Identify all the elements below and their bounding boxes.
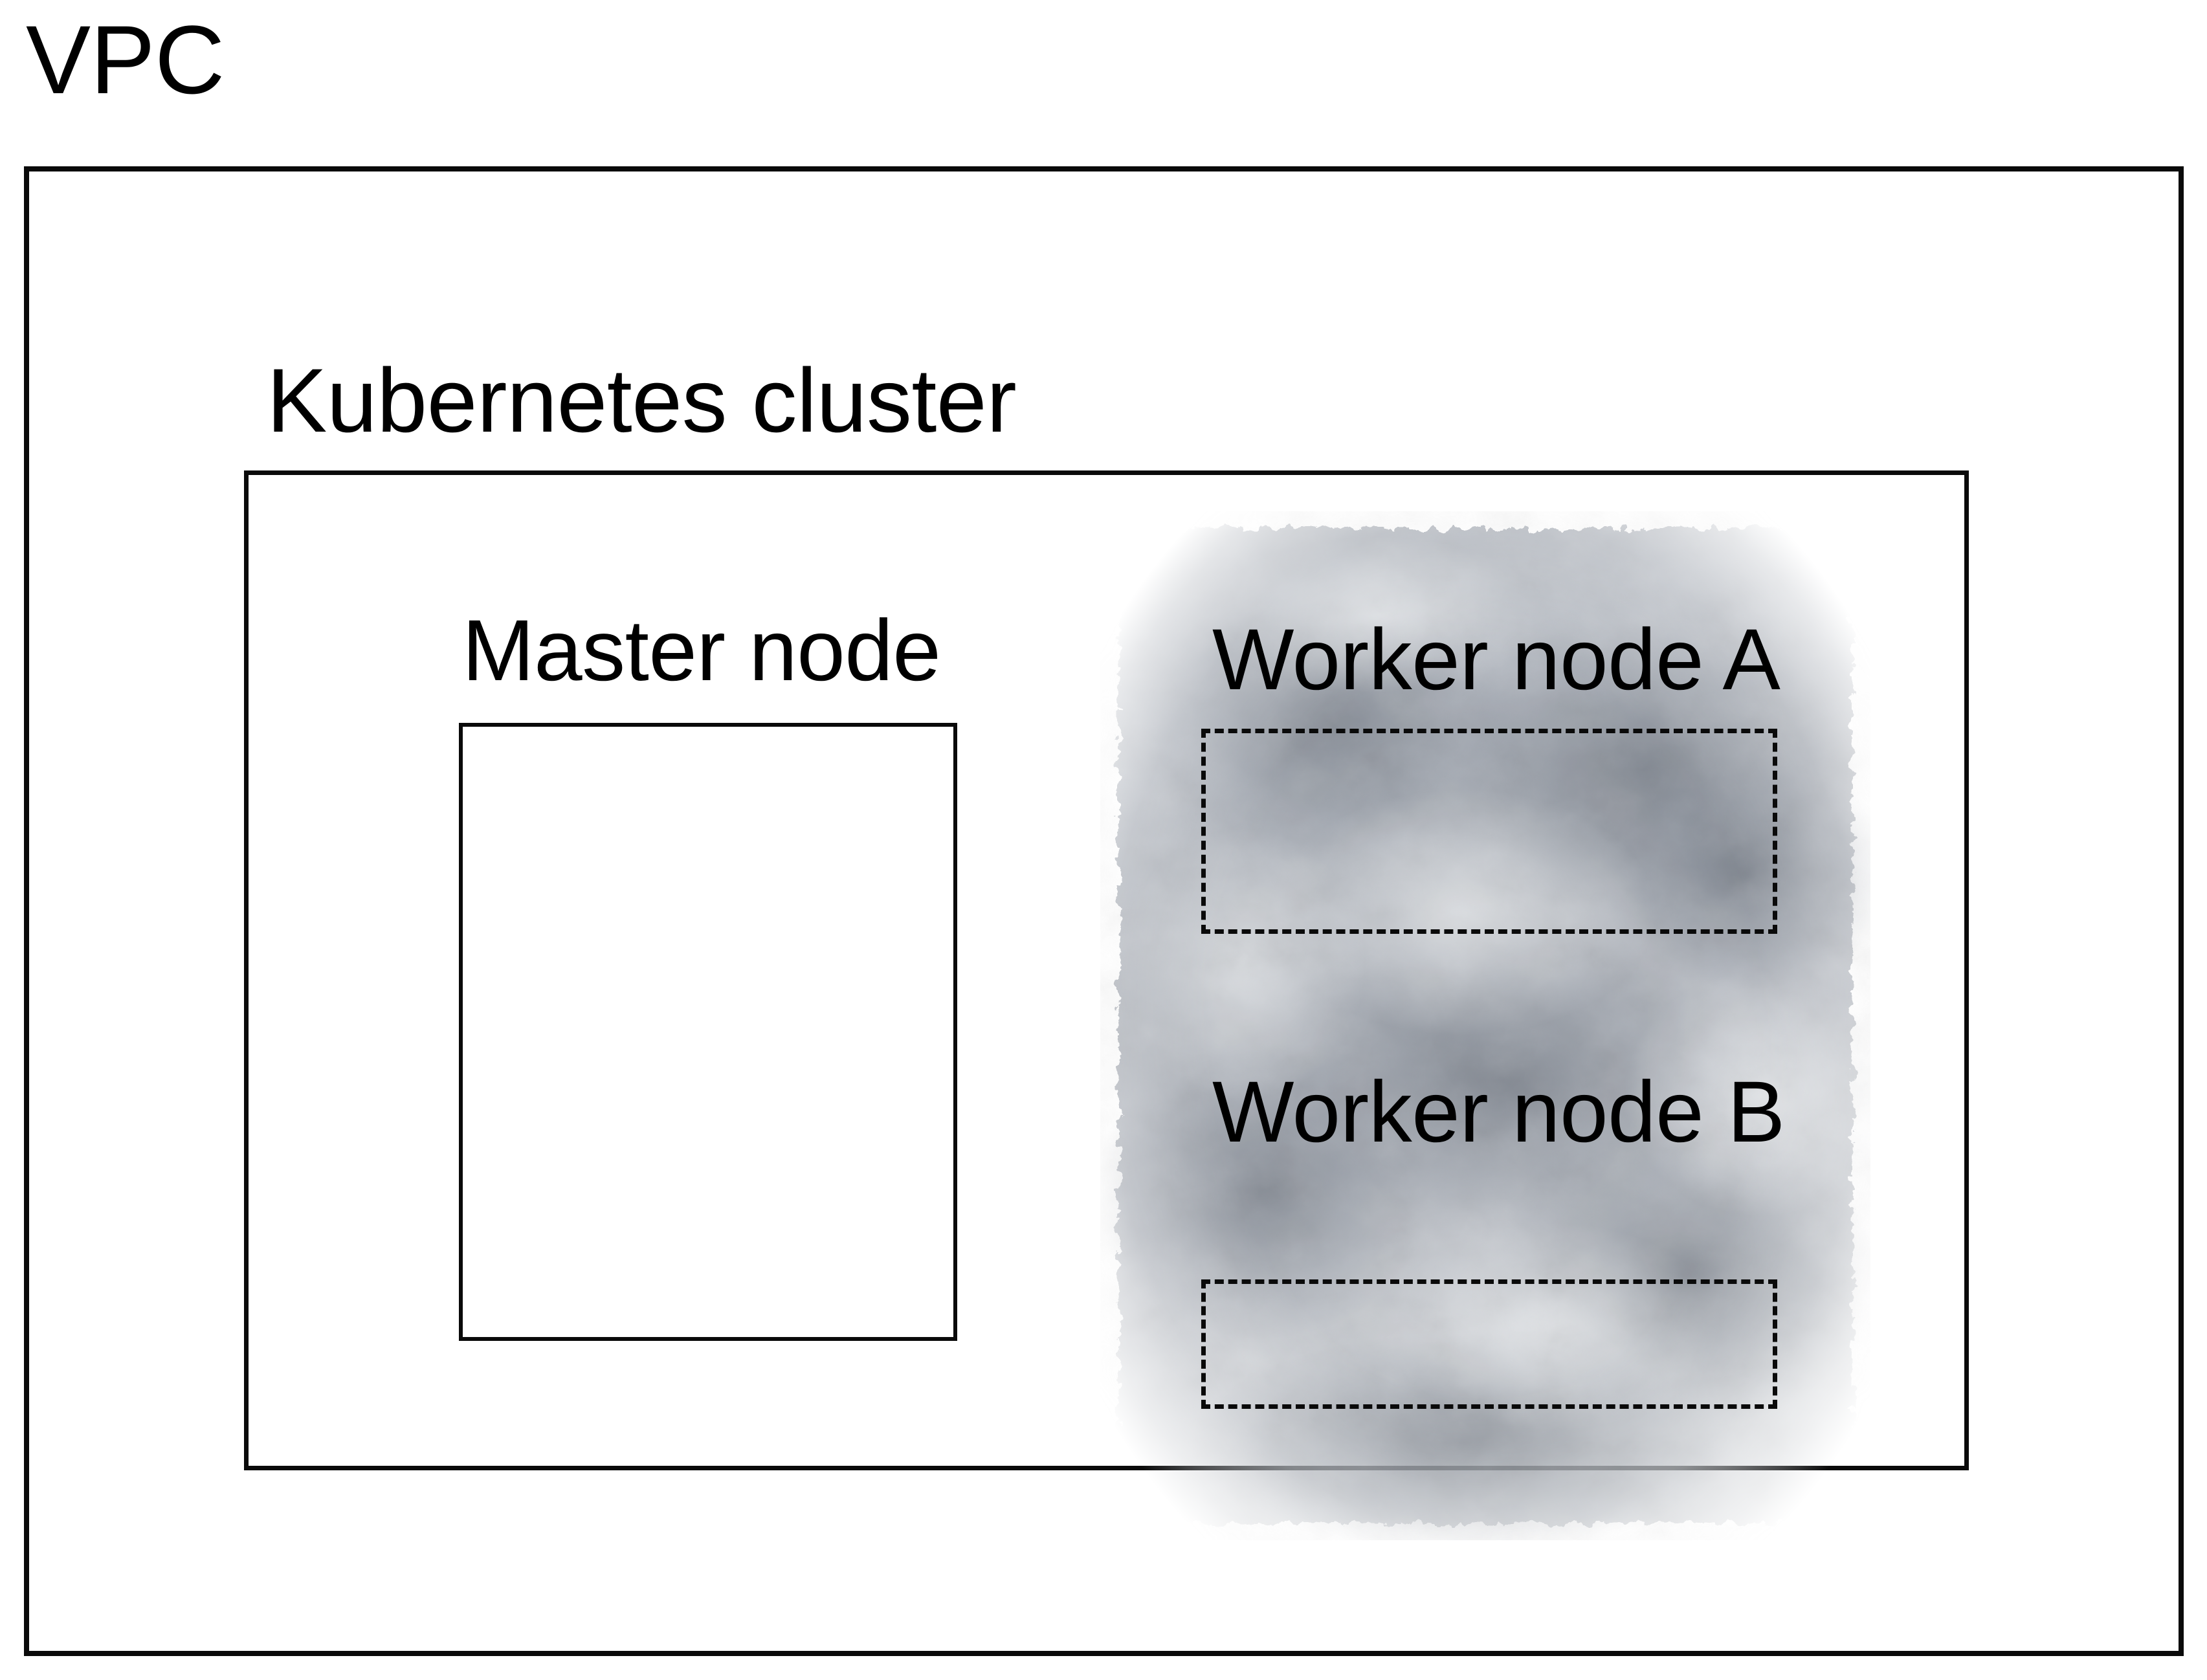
master-node-box <box>459 723 957 1341</box>
master-node-label: Master node <box>462 602 941 699</box>
kubernetes-cluster-label: Kubernetes cluster <box>267 349 1017 451</box>
worker-node-b-label: Worker node B <box>1212 1064 1785 1160</box>
vpc-boundary-box <box>24 166 2184 1656</box>
worker-node-a-box <box>1201 729 1777 934</box>
vpc-label: VPC <box>26 5 225 114</box>
worker-node-a-label: Worker node A <box>1212 612 1780 708</box>
worker-node-b-box <box>1201 1279 1777 1409</box>
